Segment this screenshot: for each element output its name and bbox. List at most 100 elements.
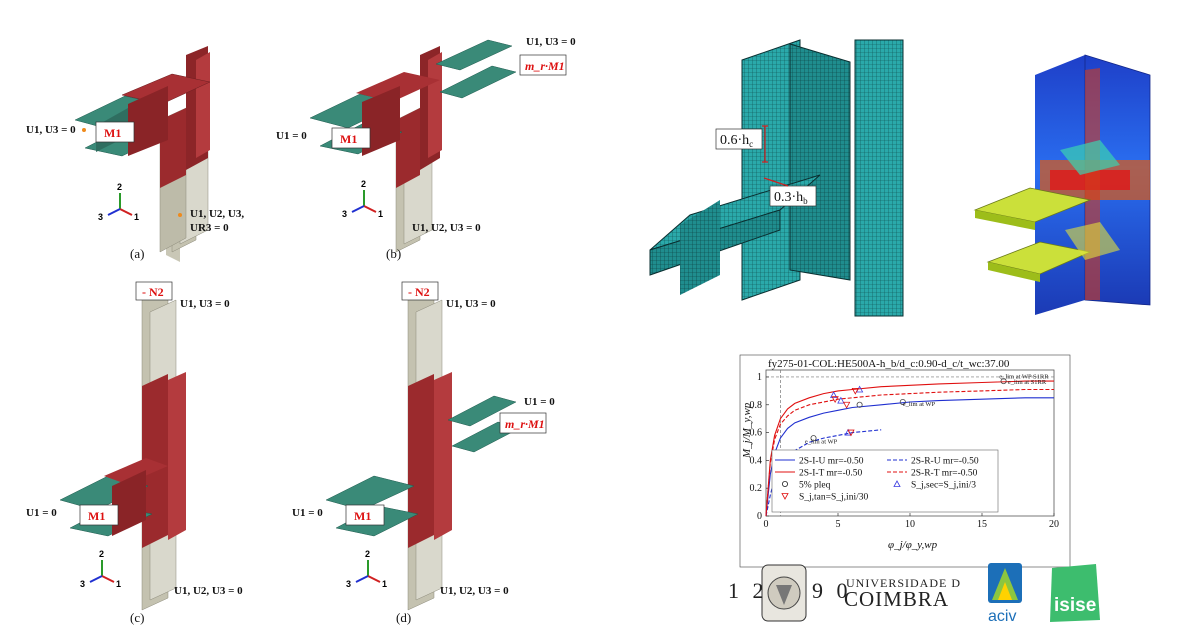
panel-c: - N2 U1, U3 = 0 U1 = 0 M1 U1, U2, U3 = 0… (26, 281, 243, 625)
aciv-logo: aciv (988, 563, 1022, 625)
bc-label: U1, U3 = 0 (26, 124, 76, 136)
moment-load-label: M1 (104, 126, 121, 140)
y-tick-label: 1 (757, 372, 762, 383)
load-label-box (499, 412, 547, 434)
svg-text:3: 3 (80, 579, 85, 589)
moment-load-label: M1 (88, 509, 105, 523)
marker-circle (810, 435, 817, 442)
moment-rotation-chart: fy275-01-COL:HE500A-h_b/d_c:0.90-d_c/t_w… (739, 354, 1071, 568)
load-label-box (79, 504, 119, 526)
svg-text:1: 1 (116, 579, 121, 589)
svg-text:3: 3 (342, 209, 347, 219)
svg-text:isise: isise (1054, 595, 1096, 616)
coimbra-seal-icon (761, 564, 807, 622)
mesh-label-hc: 0.6·hc (720, 133, 753, 149)
series-line (765, 429, 882, 517)
svg-text:2: 2 (117, 182, 122, 192)
marker-triangle (830, 391, 838, 398)
y-tick-label: 0.8 (750, 400, 763, 411)
y-tick-label: 0.4 (750, 455, 763, 466)
x-tick-label: 15 (977, 519, 987, 530)
moment-load-label: M1 (340, 132, 357, 146)
axis-triad-icon: 2 1 3 (80, 549, 121, 589)
svg-text:aciv: aciv (988, 608, 1016, 625)
marker-triangle-down (847, 429, 855, 437)
bc-label: U1, U3 = 0 (526, 36, 576, 48)
svg-text:2: 2 (365, 549, 370, 559)
moment-load-label-r: m_r·M1 (525, 59, 565, 73)
legend-label: 2S-I-T mr=-0.50 (799, 469, 862, 479)
university-name-line1: UNIVERSIDADE D (846, 576, 961, 590)
legend-box (771, 449, 999, 513)
bc-label: U1 = 0 (292, 507, 323, 519)
bc-label: U1, U2, U3 = 0 (440, 585, 509, 597)
svg-text:2: 2 (99, 549, 104, 559)
marker-circle (899, 398, 906, 405)
year-right: 9 0 (812, 578, 852, 603)
year-left: 1 2 (728, 578, 768, 603)
svg-text:1: 1 (382, 579, 387, 589)
chart-annotation: e_lim at WP S1RR (999, 373, 1049, 380)
bc-label: U1, U2, U3 = 0 (174, 585, 243, 597)
marker-circle (856, 401, 863, 408)
legend-label: 2S-R-T mr=-0.50 (911, 469, 978, 479)
panel-caption: (d) (396, 610, 411, 625)
legend-label: 5% pleq (799, 481, 831, 491)
chart-annotation: e_lim at WP (903, 401, 936, 408)
moment-load-label: M1 (354, 509, 371, 523)
x-axis-label: φ_j/φ_y,wp (888, 539, 938, 551)
panel-caption: (c) (130, 610, 144, 625)
bc-label: U1 = 0 (26, 507, 57, 519)
axial-load-label: - N2 (408, 285, 430, 299)
load-label-box (345, 504, 385, 526)
legend-swatch (782, 480, 789, 487)
chart-annotation: e_lim at S1RR (1008, 379, 1047, 386)
stress-contour-figure (973, 54, 1151, 315)
x-tick-label: 20 (1049, 519, 1059, 530)
panel-a: U1, U3 = 0 M1 U1, U2, U3, UR3 = 0 2 1 3 … (26, 46, 244, 262)
bc-label: U1, U3 = 0 (446, 298, 496, 310)
mesh-label-hb: 0.3·hb (774, 190, 808, 206)
y-axis-label: M_j/M_y,wp (741, 402, 753, 459)
svg-text:3: 3 (98, 212, 103, 222)
svg-text:1: 1 (134, 212, 139, 222)
legend-swatch (893, 480, 901, 487)
marker-triangle-down (831, 396, 839, 404)
legend-label: S_j,tan=S_j,ini/30 (799, 493, 868, 503)
chart-annotation: e_lim at WP (805, 439, 838, 446)
bc-label: U1, U2, U3 = 0 (412, 222, 481, 234)
axis-triad-icon: 2 1 3 (98, 182, 139, 222)
panel-d: - N2 U1, U3 = 0 U1 = 0 m_r·M1 U1 = 0 M1 … (292, 281, 555, 625)
axis-triad-icon: 2 1 3 (346, 549, 387, 589)
axial-load-box (135, 281, 173, 301)
series-line (765, 380, 1054, 517)
marker-triangle-down (851, 387, 859, 395)
fe-mesh-figure: 0.6·hc 0.3·hb (649, 39, 904, 317)
load-label-box (519, 54, 567, 76)
moment-load-label-r: m_r·M1 (505, 417, 545, 431)
y-tick-label: 0.2 (750, 483, 763, 494)
marker-circle (1000, 378, 1007, 385)
marker-triangle (837, 396, 845, 404)
x-tick-label: 5 (836, 519, 841, 530)
marker-triangle-down (842, 401, 851, 409)
panel-b: U1, U3 = 0 m_r·M1 U1 = 0 M1 U1, U2, U3 =… (276, 36, 576, 261)
x-tick-label: 0 (764, 519, 769, 530)
legend-label: 2S-R-U mr=-0.50 (911, 457, 979, 467)
axis-triad-icon: 2 1 3 (342, 179, 383, 219)
axial-load-label: - N2 (142, 285, 164, 299)
legend-swatch (781, 493, 789, 500)
y-tick-label: 0.6 (750, 428, 763, 439)
panel-caption: (b) (386, 246, 401, 261)
y-tick-label: 0 (757, 511, 762, 522)
series-line (765, 388, 1054, 517)
bc-label: U1, U2, U3, (190, 208, 244, 220)
load-label-box (95, 121, 135, 143)
series-line (765, 397, 1054, 517)
svg-text:1: 1 (378, 209, 383, 219)
isise-logo: isise (1050, 564, 1100, 622)
bc-label: UR3 = 0 (190, 222, 229, 234)
svg-text:2: 2 (361, 179, 366, 189)
